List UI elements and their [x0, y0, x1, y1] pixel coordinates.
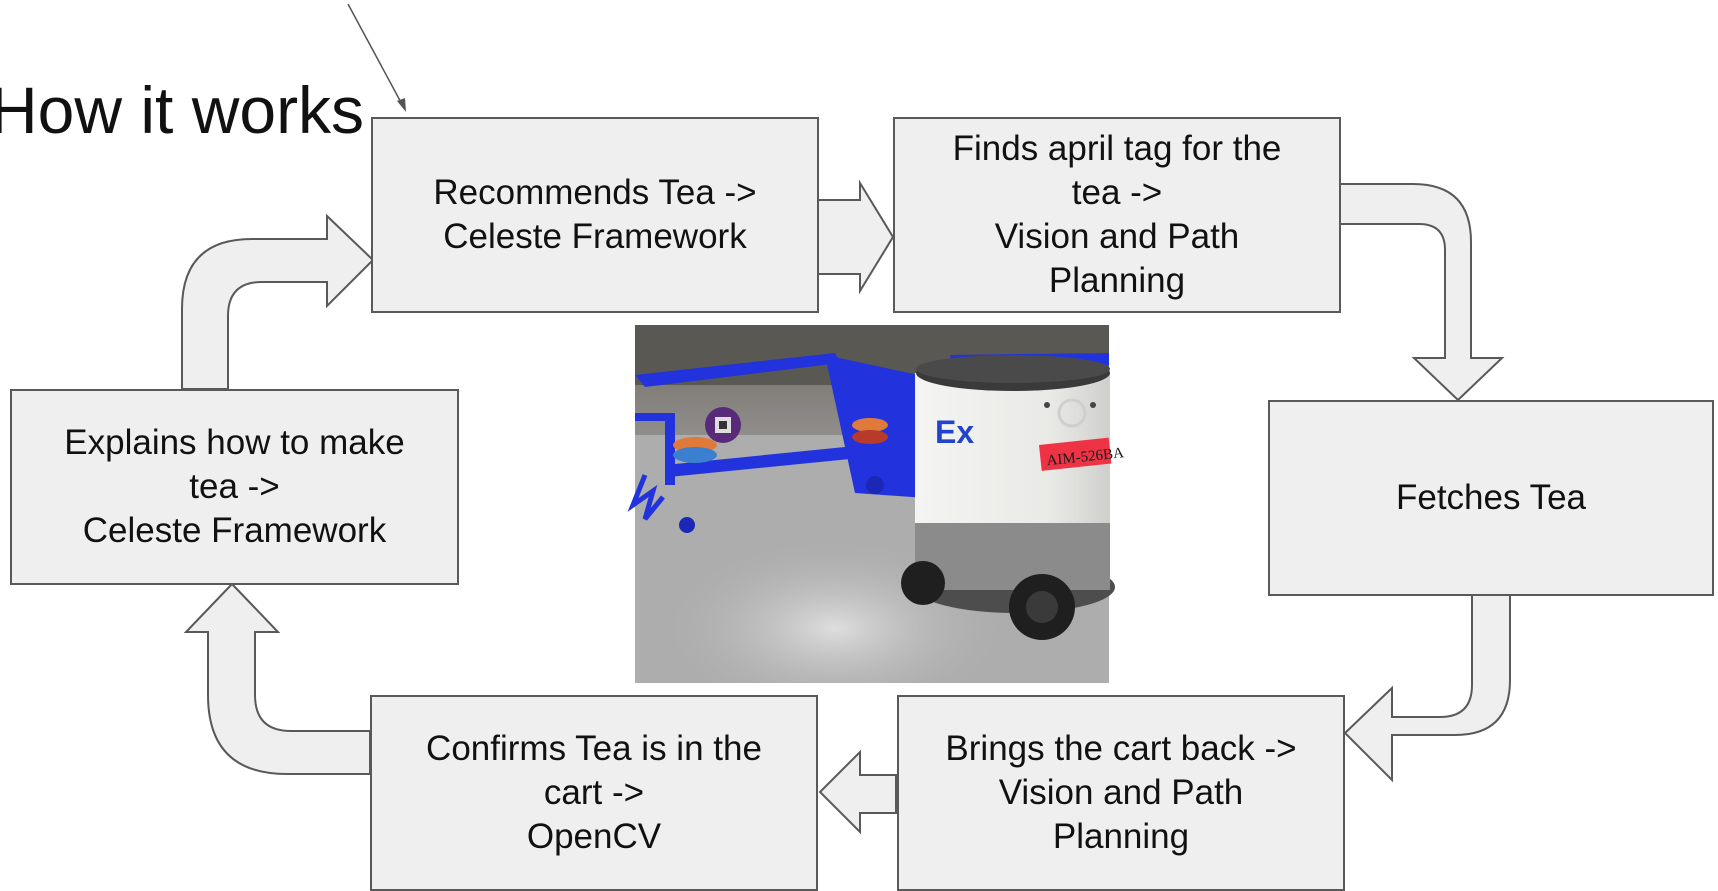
robot-photo: Ex AIM-526BA	[627, 325, 1125, 683]
robot: Ex AIM-526BA	[901, 355, 1125, 640]
arrow-explains-to-recommends	[181, 213, 375, 390]
step-fetches-tea: Fetches Tea	[1268, 400, 1714, 596]
arrow-brings-to-confirms	[818, 749, 897, 835]
arrow-confirms-to-explains	[183, 582, 371, 775]
pointer-line	[347, 3, 405, 109]
tea-pieces	[673, 418, 888, 463]
page-title: How it works	[0, 73, 365, 147]
arrow-recommends-to-finds	[817, 179, 895, 295]
step-recommends-tea: Recommends Tea -> Celeste Framework	[371, 117, 819, 313]
step-confirms-tea: Confirms Tea is in the cart -> OpenCV	[370, 695, 818, 891]
robot-photo-illustration: Ex AIM-526BA	[627, 325, 1125, 683]
step-explains-tea: Explains how to make tea -> Celeste Fram…	[10, 389, 459, 585]
step-brings-cart-back: Brings the cart back -> Vision and Path …	[897, 695, 1345, 891]
arrow-finds-to-fetches	[1339, 183, 1505, 402]
april-tag-marker	[705, 407, 741, 443]
step-finds-april-tag: Finds april tag for the tea -> Vision an…	[893, 117, 1341, 313]
pointer-arrowhead	[397, 98, 406, 112]
robot-logo: Ex	[935, 414, 974, 450]
arrow-fetches-to-brings	[1343, 594, 1511, 783]
